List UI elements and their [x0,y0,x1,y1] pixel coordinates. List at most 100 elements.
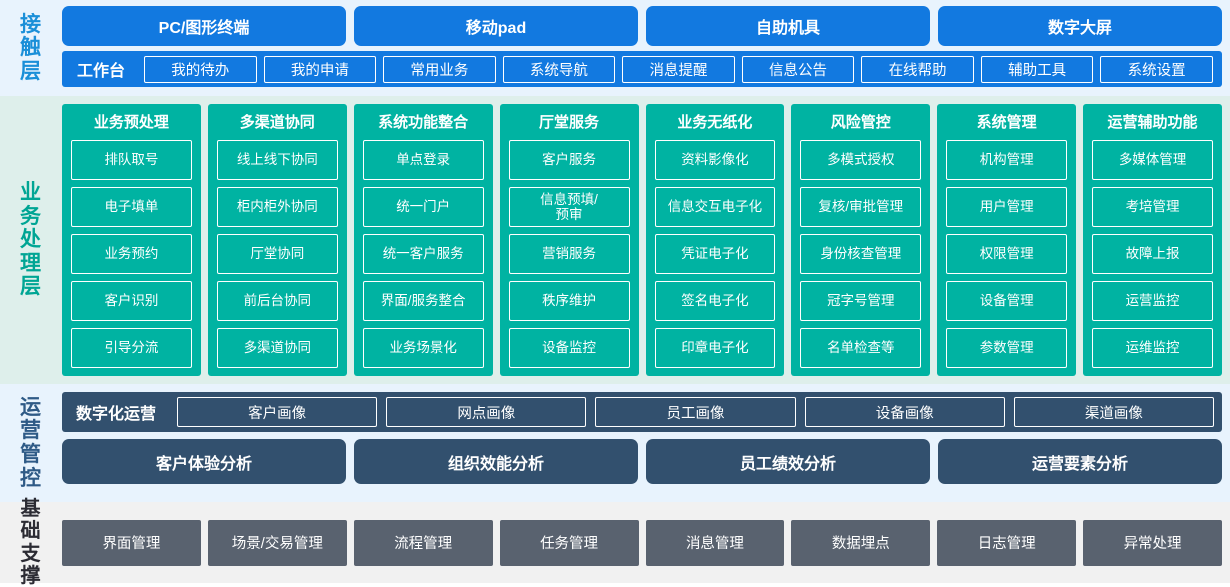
band-label-business: 业务处理层 [0,96,62,384]
business-item[interactable]: 统一门户 [362,187,484,227]
business-item[interactable]: 厅堂协同 [216,234,338,274]
business-column-title: 风险管控 [830,114,891,131]
business-item[interactable]: 业务预约 [71,234,192,274]
base-item-task-management[interactable]: 任务管理 [499,519,639,566]
business-item[interactable]: 设备管理 [946,281,1068,321]
channel-box-mobile-pad[interactable]: 移动pad [354,6,638,46]
business-column-pretreatment: 业务预处理 排队取号 电子填单 业务预约 客户识别 引导分流 [62,104,201,376]
analysis-item-organization-efficiency[interactable]: 组织效能分析 [354,439,638,484]
business-column-items: 客户服务 信息预填/ 预审 营销服务 秩序维护 设备监控 [508,140,630,368]
base-item-data-tracking[interactable]: 数据埋点 [791,519,931,566]
workbench-item-online-help[interactable]: 在线帮助 [861,55,974,83]
workbench-item-message-reminder[interactable]: 消息提醒 [622,55,735,83]
band-label-access: 接触层 [0,0,62,96]
business-item[interactable]: 多模式授权 [800,140,922,180]
business-item[interactable]: 引导分流 [71,328,192,368]
business-item[interactable]: 秩序维护 [508,281,630,321]
channel-box-pc[interactable]: PC/图形终端 [62,6,346,46]
business-item[interactable]: 信息预填/ 预审 [508,187,630,227]
workbench-item-common-business[interactable]: 常用业务 [383,55,496,83]
base-item-log-management[interactable]: 日志管理 [937,519,1077,566]
business-column-title: 系统管理 [976,114,1037,131]
business-column-title: 业务预处理 [93,114,169,131]
business-item[interactable]: 统一客户服务 [362,234,484,274]
business-item[interactable]: 电子填单 [71,187,192,227]
channel-box-self-service[interactable]: 自助机具 [646,6,930,46]
analysis-item-employee-performance[interactable]: 员工绩效分析 [646,439,930,484]
business-item[interactable]: 印章电子化 [654,328,776,368]
business-item[interactable]: 运维监控 [1092,328,1213,368]
portrait-item-employee[interactable]: 员工画像 [595,397,796,427]
business-column-items: 单点登录 统一门户 统一客户服务 界面/服务整合 业务场景化 [362,140,484,368]
business-column-multichannel: 多渠道协同 线上线下协同 柜内柜外协同 厅堂协同 前后台协同 多渠道协同 [207,104,347,376]
band-business-layer: 业务处理层 业务预处理 排队取号 电子填单 业务预约 客户识别 引导分流 [0,96,1230,384]
workbench-item-aux-tools[interactable]: 辅助工具 [980,55,1094,83]
business-item[interactable]: 资料影像化 [654,140,776,180]
business-item[interactable]: 前后台协同 [216,281,338,321]
business-column-lobby-service: 厅堂服务 客户服务 信息预填/ 预审 营销服务 秩序维护 设备监控 [499,104,639,376]
business-item[interactable]: 客户识别 [71,281,192,321]
business-item[interactable]: 用户管理 [946,187,1068,227]
business-item[interactable]: 多渠道协同 [216,328,338,368]
business-column-title: 多渠道协同 [239,114,315,131]
business-item[interactable]: 参数管理 [946,328,1068,368]
digital-operations-row: 数字化运营 客户画像 网点画像 员工画像 设备画像 渠道画像 [62,392,1222,432]
band-label-business-text: 业务处理层 [20,181,42,299]
business-item[interactable]: 柜内柜外协同 [216,187,338,227]
workbench-item-system-settings[interactable]: 系统设置 [1100,55,1213,83]
band-body-access: PC/图形终端 移动pad 自助机具 数字大屏 工作台 我的待办 我的申请 常用… [62,0,1230,96]
business-item[interactable]: 业务场景化 [362,328,484,368]
business-item[interactable]: 设备监控 [508,328,630,368]
business-item[interactable]: 机构管理 [946,140,1068,180]
business-item[interactable]: 单点登录 [362,140,484,180]
band-label-operations: 运营管控 [0,384,62,502]
business-item[interactable]: 凭证电子化 [654,234,776,274]
portrait-item-customer[interactable]: 客户画像 [177,397,378,427]
workbench-title: 工作台 [77,63,126,80]
business-item[interactable]: 多媒体管理 [1092,140,1213,180]
portrait-item-channel[interactable]: 渠道画像 [1013,397,1215,427]
business-item[interactable]: 界面/服务整合 [362,281,484,321]
business-item[interactable]: 线上线下协同 [216,140,338,180]
band-label-access-text: 接触层 [20,12,42,83]
business-item[interactable]: 排队取号 [71,140,192,180]
base-item-process-management[interactable]: 流程管理 [353,519,493,566]
business-column-system-management: 系统管理 机构管理 用户管理 权限管理 设备管理 参数管理 [937,104,1077,376]
workbench-item-announcement[interactable]: 信息公告 [741,55,855,83]
business-item[interactable]: 客户服务 [508,140,630,180]
workbench-item-my-application[interactable]: 我的申请 [263,55,377,83]
band-operations-layer: 运营管控 数字化运营 客户画像 网点画像 员工画像 设备画像 渠道画像 客户体验… [0,384,1230,502]
workbench-item-system-navigation[interactable]: 系统导航 [502,55,616,83]
business-item[interactable]: 签名电子化 [654,281,776,321]
channel-box-digital-screen[interactable]: 数字大屏 [938,6,1222,46]
base-item-exception-handling[interactable]: 异常处理 [1083,519,1222,566]
base-item-scene-transaction-management[interactable]: 场景/交易管理 [207,519,347,566]
portrait-item-branch[interactable]: 网点画像 [386,397,587,427]
business-item[interactable]: 故障上报 [1092,234,1213,274]
analysis-item-customer-experience[interactable]: 客户体验分析 [62,439,346,484]
workbench-row: 工作台 我的待办 我的申请 常用业务 系统导航 消息提醒 信息公告 在线帮助 辅… [62,51,1222,87]
base-item-message-management[interactable]: 消息管理 [645,519,785,566]
base-item-ui-management[interactable]: 界面管理 [62,519,201,566]
channel-row: PC/图形终端 移动pad 自助机具 数字大屏 [62,6,1222,46]
business-item[interactable]: 营销服务 [508,234,630,274]
business-item[interactable]: 信息交互电子化 [654,187,776,227]
portrait-item-device[interactable]: 设备画像 [804,397,1005,427]
workbench-item-my-todo[interactable]: 我的待办 [144,55,257,83]
business-column-items: 排队取号 电子填单 业务预约 客户识别 引导分流 [71,140,192,368]
analysis-item-operation-factor[interactable]: 运营要素分析 [938,439,1222,484]
business-item[interactable]: 运营监控 [1092,281,1213,321]
business-item[interactable]: 权限管理 [946,234,1068,274]
business-item[interactable]: 考培管理 [1092,187,1213,227]
business-column-title: 运营辅助功能 [1107,114,1198,131]
business-item[interactable]: 名单检查等 [800,328,922,368]
business-item[interactable]: 复核/审批管理 [800,187,922,227]
base-support-row: 界面管理 场景/交易管理 流程管理 任务管理 消息管理 数据埋点 日志管理 异常… [62,519,1222,566]
business-item[interactable]: 冠字号管理 [800,281,922,321]
business-item[interactable]: 身份核查管理 [800,234,922,274]
business-column-title: 厅堂服务 [539,114,600,131]
business-column-items: 机构管理 用户管理 权限管理 设备管理 参数管理 [946,140,1068,368]
band-body-operations: 数字化运营 客户画像 网点画像 员工画像 设备画像 渠道画像 客户体验分析 组织… [62,384,1230,502]
analysis-row: 客户体验分析 组织效能分析 员工绩效分析 运营要素分析 [62,439,1222,484]
